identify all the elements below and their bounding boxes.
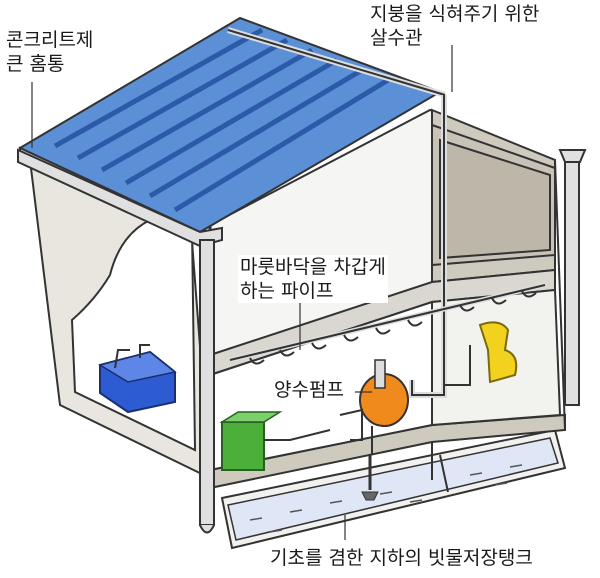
floor-pipe-label: 마룻바닥을 차갑게 하는 파이프 [238,255,388,303]
roof-sprinkler-label-line2: 살수관 [370,27,423,49]
roof-sprinkler-label-line1: 지붕을 식혀주기 위한 [370,3,540,25]
blue-storage-box [98,344,177,414]
callout-leaders [31,45,453,540]
water-pump [339,359,409,455]
gutter-label-line2: 큰 홈통 [6,53,65,75]
floor-pipe-label-line2: 하는 파이프 [240,280,334,302]
roof-sprinkler-label: 지붕을 식혀주기 위한 살수관 [370,2,539,50]
roof-sprinkler-pipe [227,27,447,398]
pump-label: 양수펌프 [272,378,346,402]
pump-label-line1: 양수펌프 [274,379,344,401]
toilet [444,321,518,386]
tank-label: 기초를 겸한 지하의 빗물저장탱크 [270,546,533,570]
gutter-label: 콘크리트제 큰 홈통 [6,28,93,76]
gutter-label-line1: 콘크리트제 [6,29,94,51]
green-water-tank [219,411,331,471]
floor-cooling-pipe [229,282,546,365]
tank-label-line1: 기초를 겸한 지하의 빗물저장탱크 [270,547,533,569]
gutters-and-downpipes [17,148,587,534]
floor-pipe-label-line1: 마룻바닥을 차갑게 [240,256,386,278]
underground-rainwater-tank [220,428,567,550]
